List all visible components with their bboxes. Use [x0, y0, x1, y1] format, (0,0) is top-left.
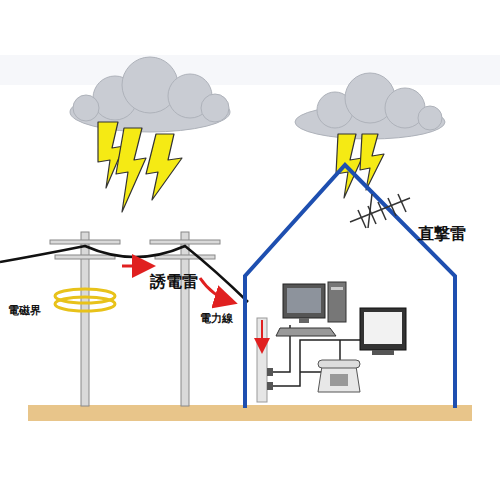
plugs	[267, 368, 273, 390]
induced-lightning-label: 誘電雷	[150, 272, 198, 291]
ground	[28, 405, 472, 421]
surge-arrow	[200, 278, 232, 302]
antenna	[350, 194, 410, 228]
cloud-left	[70, 57, 230, 132]
television	[360, 308, 406, 355]
em-field-rings	[55, 289, 115, 311]
distribution-board	[257, 318, 267, 402]
em-field-label: 電磁界	[8, 304, 41, 317]
computer	[276, 282, 346, 336]
power-line-label: 電力線	[200, 312, 233, 325]
house-outline	[245, 165, 455, 408]
cloud-right	[295, 73, 445, 139]
power-line	[0, 246, 248, 302]
surge-arrow	[261, 320, 263, 350]
telephone	[318, 360, 360, 392]
surge-arrow	[122, 265, 150, 268]
haze	[0, 55, 500, 85]
direct-strike-label: 直撃雷	[418, 224, 466, 243]
